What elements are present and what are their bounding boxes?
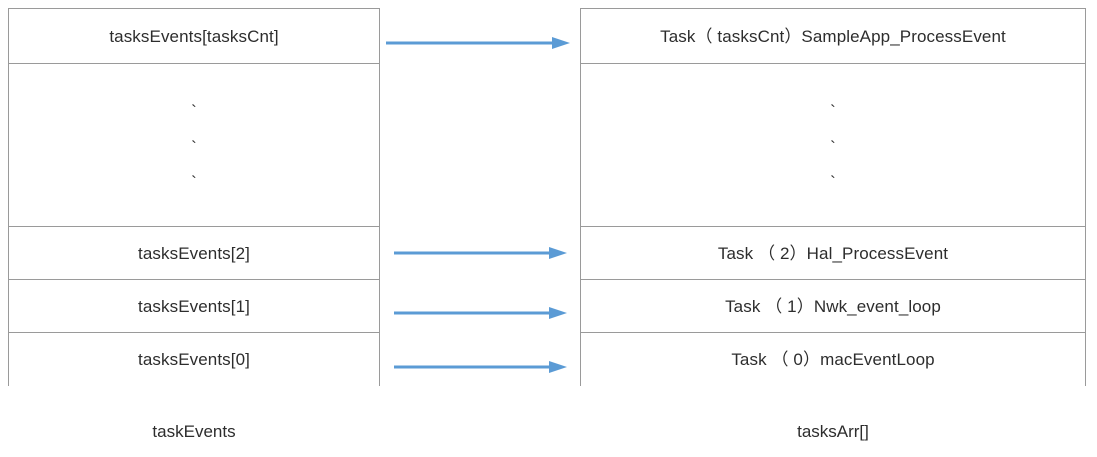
left-row-label: tasksEvents[0] xyxy=(138,350,250,369)
right-row-tasks-cnt: Task（ tasksCnt）SampleApp_ProcessEvent xyxy=(581,9,1085,64)
ellipsis-mark: ` xyxy=(191,173,197,193)
ellipsis-mark: ` xyxy=(830,173,836,193)
ellipsis-mark: ` xyxy=(191,102,197,122)
ellipsis-mark: ` xyxy=(830,102,836,122)
right-row-label: Task （ 0）macEventLoop xyxy=(731,350,935,369)
arrow-index-0 xyxy=(394,360,567,374)
vertical-ellipsis-icon: ` ` ` xyxy=(830,64,836,226)
left-table-caption: taskEvents xyxy=(152,422,236,441)
left-row-label: tasksEvents[tasksCnt] xyxy=(109,26,279,46)
left-row-label: tasksEvents[2] xyxy=(138,243,250,263)
arrow-index-1 xyxy=(394,306,567,320)
right-row-task-1: Task （ 1）Nwk_event_loop xyxy=(581,280,1085,333)
right-row-task-0: Task （ 0）macEventLoop xyxy=(581,333,1085,386)
right-row-label: Task （ 2）Hal_ProcessEvent xyxy=(717,243,949,263)
right-table-caption: tasksArr[] xyxy=(797,422,869,441)
ellipsis-mark: ` xyxy=(830,137,836,157)
left-row-tasks-cnt: tasksEvents[tasksCnt] xyxy=(9,9,379,64)
left-row-label: tasksEvents[1] xyxy=(138,296,250,316)
right-row-label: Task （ 1）Nwk_event_loop xyxy=(725,296,941,316)
right-row-ellipsis: ` ` ` xyxy=(581,64,1085,227)
arrow-tasks-cnt xyxy=(386,36,570,50)
left-row-index-2: tasksEvents[2] xyxy=(9,227,379,280)
left-row-ellipsis: ` ` ` xyxy=(9,64,379,227)
ellipsis-mark: ` xyxy=(191,137,197,157)
right-array-box: Task（ tasksCnt）SampleApp_ProcessEvent ` … xyxy=(580,8,1086,386)
left-row-index-0: tasksEvents[0] xyxy=(9,333,379,386)
left-row-index-1: tasksEvents[1] xyxy=(9,280,379,333)
right-row-task-2: Task （ 2）Hal_ProcessEvent xyxy=(581,227,1085,280)
left-array-box: tasksEvents[tasksCnt] ` ` ` tasksEvents[… xyxy=(8,8,380,386)
right-row-label: Task（ tasksCnt）SampleApp_ProcessEvent xyxy=(660,26,1006,46)
arrow-index-2 xyxy=(394,246,567,260)
vertical-ellipsis-icon: ` ` ` xyxy=(191,64,197,226)
